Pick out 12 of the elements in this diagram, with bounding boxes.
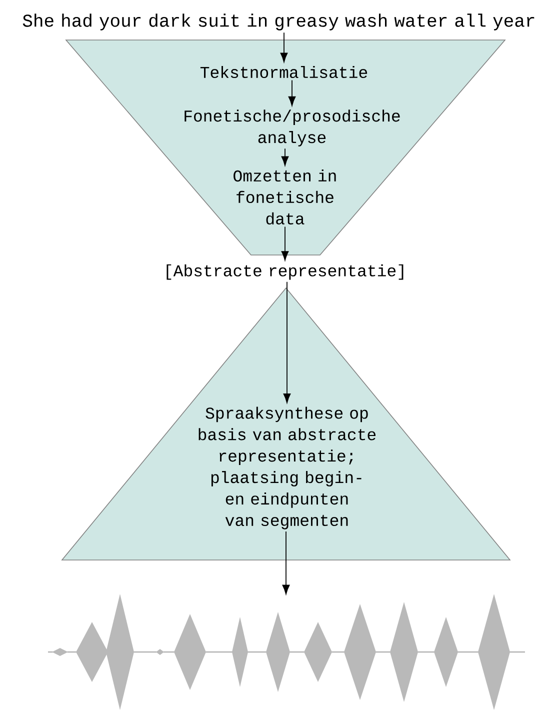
step-label: Omzetten in fonetische data	[234, 169, 336, 225]
arrow	[281, 226, 289, 261]
arrow	[282, 531, 290, 594]
arrow	[288, 80, 296, 106]
step-label: Fonetische/prosodische analyse	[184, 110, 400, 146]
arrow	[280, 32, 288, 62]
picture	[48, 594, 526, 710]
step-label: Tekstnormalisatie	[200, 66, 368, 78]
step-label: Spraaksynthese op basis van abstracte representatie; plaatsing begin- en eindpunten van segmenten	[198, 406, 376, 530]
sentence-text: She had your dark suit in greasy wash water all year	[22, 14, 534, 30]
arrow	[281, 148, 289, 166]
stage-label: [Abstracte representatie]	[166, 264, 404, 280]
